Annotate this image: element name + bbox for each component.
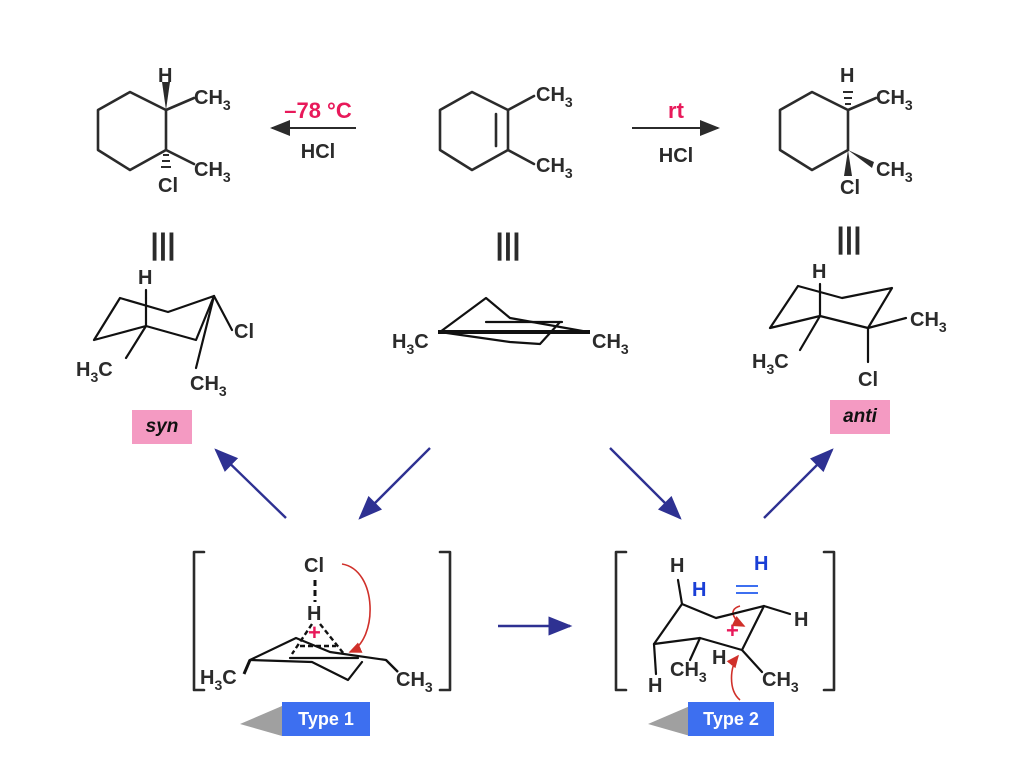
right-reagent-label: HCl: [659, 145, 693, 167]
svg-text:CH3: CH3: [592, 331, 629, 357]
anti-chair: H H3C CH3 Cl: [752, 261, 947, 391]
syn-tag: syn: [132, 410, 192, 444]
svg-text:H: H: [307, 603, 321, 625]
svg-text:CH3: CH3: [396, 669, 433, 695]
svg-text:Cl: Cl: [840, 177, 860, 199]
svg-text:H3C: H3C: [392, 331, 429, 357]
svg-text:CH3: CH3: [536, 84, 573, 110]
mechanism-arrows: [214, 447, 834, 636]
starting-alkene: CH3 CH3: [438, 84, 573, 181]
svg-text:H: H: [670, 555, 684, 577]
type2-tag: Type 2: [688, 702, 774, 736]
svg-text:H: H: [712, 647, 726, 669]
left-reaction-arrow: –78 °C HCl: [270, 98, 356, 163]
svg-text:CH3: CH3: [670, 659, 707, 685]
svg-text:H: H: [158, 65, 172, 87]
svg-text:H: H: [794, 609, 808, 631]
syn-chair: H H3C Cl CH3: [76, 267, 254, 399]
svg-text:H: H: [812, 261, 826, 283]
identity-mark-right: |||: [836, 222, 861, 255]
svg-text:H: H: [754, 553, 768, 575]
svg-text:CH3: CH3: [536, 155, 573, 181]
svg-text:Cl: Cl: [234, 321, 254, 343]
svg-text:H3C: H3C: [752, 351, 789, 377]
svg-text:CH3: CH3: [876, 87, 913, 113]
svg-text:H: H: [138, 267, 152, 289]
svg-text:H: H: [648, 675, 662, 697]
svg-text:Cl: Cl: [858, 369, 878, 391]
identity-mark-left: |||: [150, 228, 175, 261]
svg-text:H3C: H3C: [200, 667, 237, 693]
svg-text:CH3: CH3: [190, 373, 227, 399]
svg-text:H: H: [840, 65, 854, 87]
svg-text:H: H: [692, 579, 706, 601]
identity-mark-center: |||: [495, 228, 520, 261]
anti-product-flat: H CH3 CH3 Cl: [778, 65, 913, 199]
svg-text:Cl: Cl: [158, 175, 178, 197]
right-temp-label: rt: [668, 98, 685, 123]
svg-text:CH3: CH3: [762, 669, 799, 695]
svg-text:CH3: CH3: [910, 309, 947, 335]
right-reaction-arrow: rt HCl: [632, 98, 720, 167]
type1-shadow: [240, 706, 282, 736]
svg-text:CH3: CH3: [876, 159, 913, 185]
syn-product-flat: H CH3 CH3 Cl: [96, 65, 231, 197]
type1-intermediate: Cl H + H3C CH3: [192, 550, 452, 695]
svg-text:Cl: Cl: [304, 555, 324, 577]
anti-tag: anti: [830, 400, 890, 434]
svg-text:CH3: CH3: [194, 159, 231, 185]
alkene-half-chair: H3C CH3: [392, 296, 629, 357]
svg-text:+: +: [308, 620, 321, 645]
left-temp-label: –78 °C: [284, 98, 352, 123]
svg-text:CH3: CH3: [194, 87, 231, 113]
svg-text:H3C: H3C: [76, 359, 113, 385]
left-reagent-label: HCl: [301, 141, 335, 163]
type1-tag: Type 1: [282, 702, 370, 736]
type2-shadow: [648, 706, 690, 736]
type2-intermediate: H H H H + H CH3 H CH3: [614, 550, 836, 701]
